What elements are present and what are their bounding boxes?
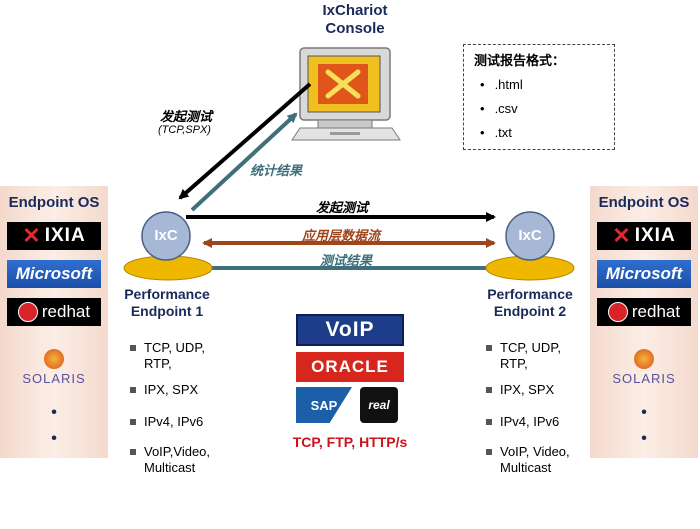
ixia-logo-text: IXIA	[44, 225, 86, 246]
solaris-logo-left: SOLARIS	[7, 342, 101, 386]
test-results-label: 测试结果	[320, 253, 373, 268]
protocol-item: IPX, SPX	[486, 382, 596, 398]
more-dot: •	[641, 430, 647, 447]
more-dot: •	[51, 430, 57, 447]
protocol-text: TCP, UDP, RTP,	[144, 340, 205, 371]
protocol-text: VoIP, Video, Multicast	[500, 444, 570, 475]
endpoint1-label: Performance Endpoint 1	[112, 286, 222, 320]
protocol-text: IPv4, IPv6	[144, 414, 204, 429]
protocol-text: IPX, SPX	[500, 382, 555, 397]
console-title: IxChariot Console	[300, 2, 410, 38]
console-title-line2: Console	[325, 20, 385, 37]
endpoint1-icon	[123, 211, 213, 281]
microsoft-logo-left: Microsoft	[7, 260, 101, 288]
report-format-item: .html	[480, 77, 523, 92]
initiate-test-protocol-label: (TCP,SPX)	[158, 124, 211, 136]
ixia-logo-right: ✕IXIA	[597, 222, 691, 250]
protocol-item: TCP, UDP, RTP,	[130, 340, 240, 372]
protocol-item: TCP, UDP, RTP,	[486, 340, 596, 372]
protocol-text: IPX, SPX	[144, 382, 199, 397]
redhat-logo-right: redhat	[597, 298, 691, 326]
endpoint2-label: Performance Endpoint 2	[475, 286, 585, 320]
protocol-item: IPv4, IPv6	[130, 414, 240, 430]
app-data-flow-label: 应用层数据流	[302, 228, 381, 243]
voip-logo: VoIP	[296, 314, 404, 346]
protocol-text: IPv4, IPv6	[500, 414, 560, 429]
app-protocols-caption: TCP, FTP, HTTP/s	[292, 434, 408, 450]
real-logo: real	[360, 387, 398, 423]
endpoint2-icon	[485, 211, 575, 281]
report-format-item: .txt	[480, 125, 512, 140]
report-format-item: .csv	[480, 101, 518, 116]
redhat-logo-text: redhat	[631, 302, 681, 321]
initiate-test-label: 发起测试	[316, 200, 369, 215]
protocol-text: TCP, UDP, RTP,	[500, 340, 561, 371]
report-format-title: 测试报告格式：	[474, 53, 566, 68]
protocol-text: VoIP,Video, Multicast	[144, 444, 211, 475]
endpoint-os-title-right: Endpoint OS	[598, 194, 690, 211]
endpoint1-label-line2: Endpoint 1	[130, 303, 204, 319]
ixia-logo-left: ✕IXIA	[7, 222, 101, 250]
solaris-logo-text: SOLARIS	[22, 371, 86, 386]
initiate-test-diag-label: 发起测试	[160, 109, 213, 124]
microsoft-logo-right: Microsoft	[597, 260, 691, 288]
solaris-logo-text: SOLARIS	[612, 371, 676, 386]
more-dot: •	[51, 404, 57, 421]
endpoint-os-title-left: Endpoint OS	[8, 194, 100, 211]
protocol-item: IPX, SPX	[130, 382, 240, 398]
redhat-logo-left: redhat	[7, 298, 101, 326]
solaris-logo-right: SOLARIS	[597, 342, 691, 386]
report-format-box: 测试报告格式： .html .csv .txt	[463, 44, 615, 150]
more-dot: •	[641, 404, 647, 421]
initiate-test-diag-arrow	[178, 82, 312, 200]
console-title-line1: IxChariot	[322, 2, 388, 19]
endpoint2-badge: IxC	[518, 227, 542, 244]
console-computer-icon	[291, 47, 401, 141]
endpoint1-badge: IxC	[154, 227, 178, 244]
endpoint1-label-line1: Performance	[124, 286, 210, 302]
protocol-item: VoIP, Video, Multicast	[486, 444, 596, 476]
stats-results-label: 统计结果	[250, 163, 303, 178]
protocol-item: VoIP,Video, Multicast	[130, 444, 240, 476]
stats-results-arrow	[190, 112, 298, 212]
endpoint2-label-line1: Performance	[487, 286, 573, 302]
endpoint2-label-line2: Endpoint 2	[493, 303, 567, 319]
protocol-item: IPv4, IPv6	[486, 414, 596, 430]
oracle-logo: ORACLE	[296, 352, 404, 382]
redhat-logo-text: redhat	[41, 302, 91, 321]
ixia-logo-text: IXIA	[634, 225, 676, 246]
